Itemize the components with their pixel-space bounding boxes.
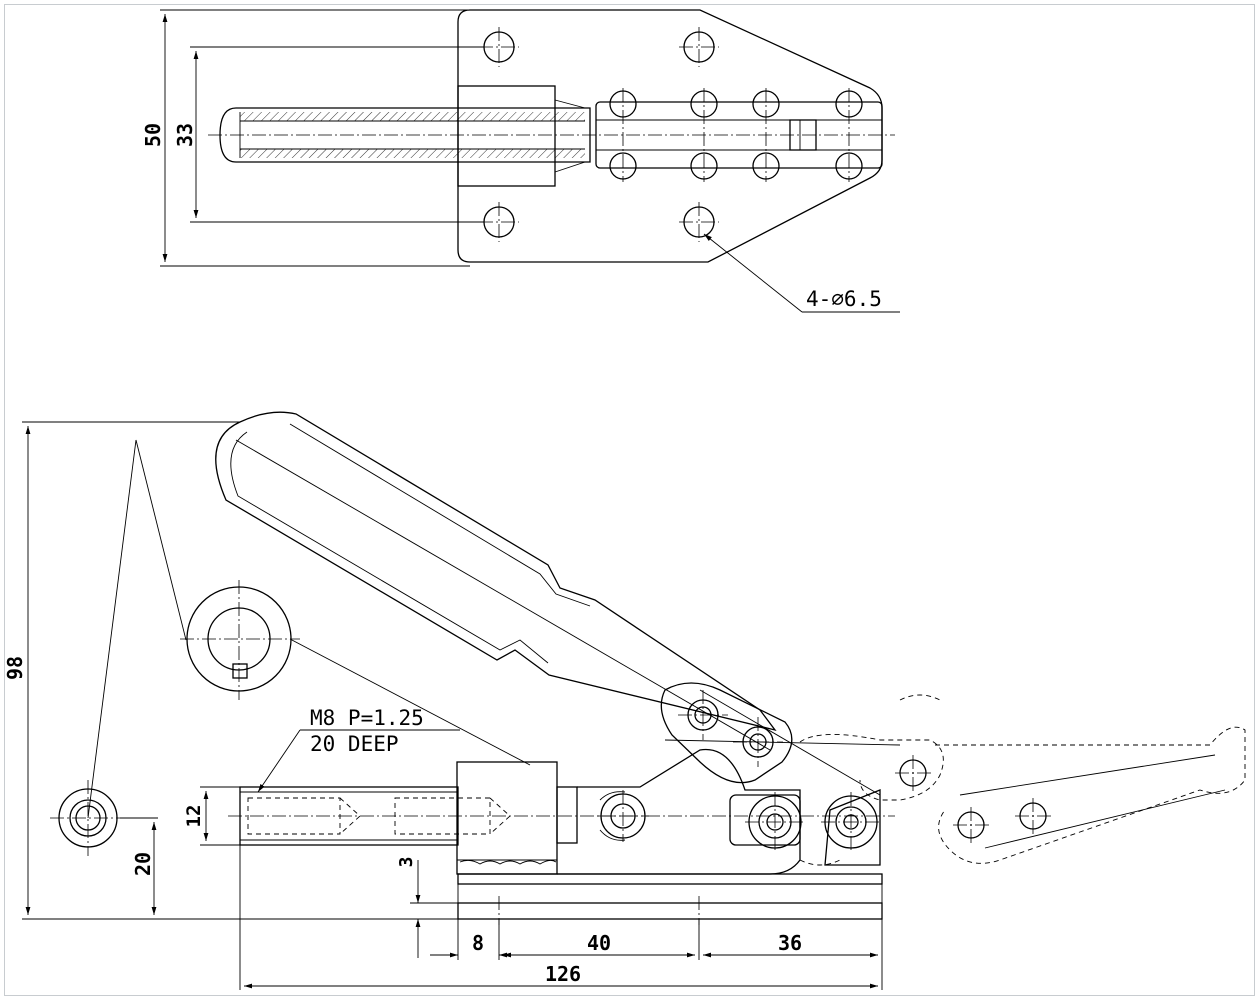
dim-horizontal: 8 40 36 126 <box>239 845 883 990</box>
dim-12-label: 12 <box>183 805 205 828</box>
linkage-arm <box>595 88 883 182</box>
threaded-spindle <box>228 786 895 846</box>
dim-8-label: 8 <box>472 931 484 955</box>
dim-126-label: 126 <box>545 962 581 986</box>
spindle-end <box>50 780 126 856</box>
dim-overall-height: 50 <box>141 9 470 267</box>
pivot-detail <box>87 439 531 819</box>
dim-33-label: 33 <box>173 123 197 147</box>
dim-20-label: 20 <box>131 852 155 876</box>
thread-callout: M8 P=1.25 20 DEEP <box>257 706 460 793</box>
open-position-phantom <box>799 694 1246 866</box>
base-plate-outline <box>457 9 883 263</box>
hole-callout: 4-⌀6.5 <box>703 233 900 313</box>
top-view: 50 33 4-⌀6.5 <box>141 9 900 313</box>
drawing-frame <box>4 4 1255 996</box>
linkage-body <box>557 682 901 875</box>
dim-thread-dia: 12 <box>183 786 240 846</box>
dim-98-label: 98 <box>3 656 27 680</box>
side-view: M8 P=1.25 20 DEEP 98 20 12 <box>3 411 1246 990</box>
dim-base-gap: 3 <box>396 857 458 958</box>
thread-spec-line2: 20 DEEP <box>310 732 399 756</box>
dim-40-label: 40 <box>587 931 611 955</box>
dim-center-height: 20 <box>120 817 158 915</box>
guide-block <box>457 85 556 187</box>
thread-spec-line1: M8 P=1.25 <box>310 706 424 730</box>
dim-36-label: 36 <box>778 931 802 955</box>
dim-50-label: 50 <box>141 123 165 147</box>
hole-callout-label: 4-⌀6.5 <box>806 287 882 311</box>
dim-3-label: 3 <box>396 857 417 868</box>
dim-hole-spacing: 33 <box>173 46 484 223</box>
